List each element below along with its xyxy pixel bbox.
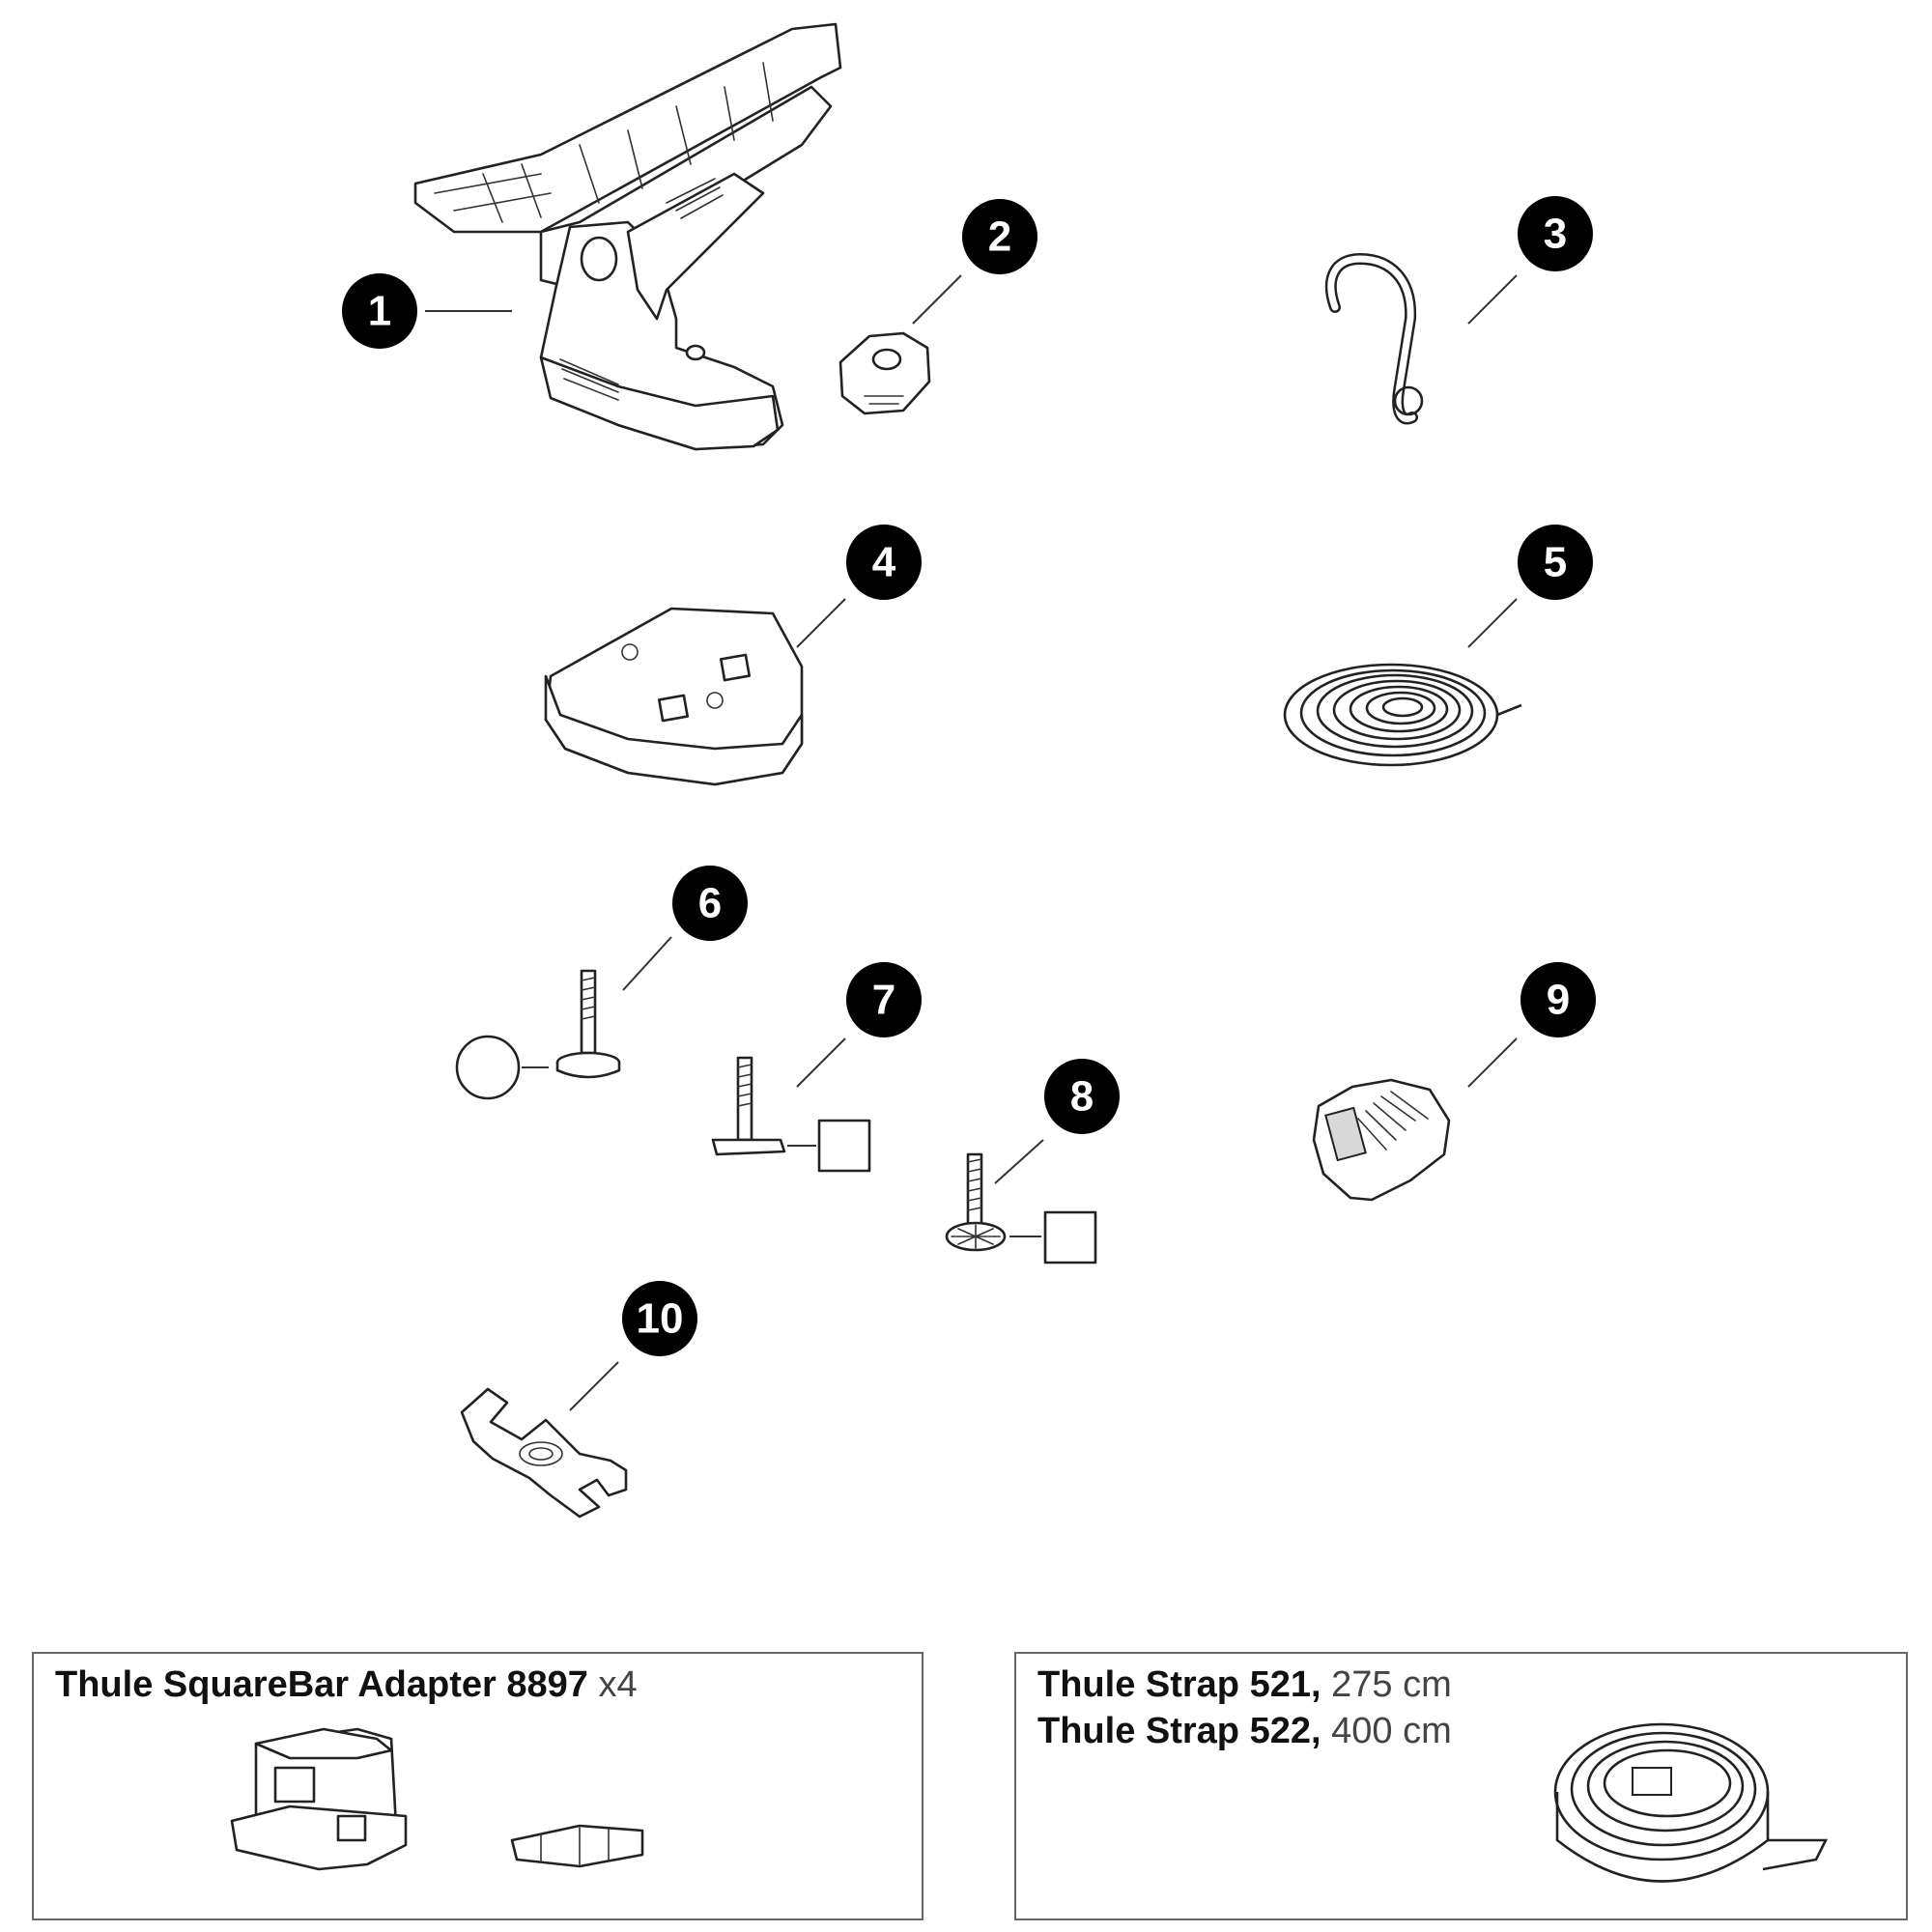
leader-9 [1467, 1037, 1518, 1088]
svg-text:10: 10 [637, 1295, 684, 1343]
part-5-coiled-cord [1283, 663, 1522, 767]
part-10-wrench-tool [460, 1387, 628, 1519]
callout-5: 5 [1518, 525, 1593, 600]
part-1-cradle [413, 22, 842, 451]
accessory-name: Thule Strap 522, [1037, 1711, 1321, 1751]
leader-7 [796, 1037, 846, 1088]
callout-7: 7 [846, 962, 922, 1037]
leader-10 [569, 1361, 619, 1411]
svg-text:3: 3 [1544, 211, 1567, 258]
leader-6 [622, 936, 672, 991]
part-3-hook [1324, 253, 1424, 425]
strap-roll-illustration [1553, 1722, 1829, 1883]
part-8-flange-bolt [945, 1152, 1097, 1264]
callout-9: 9 [1520, 962, 1596, 1037]
part-4-base-plate [544, 607, 804, 786]
leader-2 [912, 274, 962, 325]
svg-text:1: 1 [368, 288, 391, 335]
callout-4: 4 [846, 525, 922, 600]
part-9-buckle-cover [1312, 1078, 1451, 1202]
part-2-knob [838, 331, 931, 415]
accessory-name: Thule Strap 521, [1037, 1664, 1321, 1705]
part-7-t-bolt [711, 1056, 871, 1173]
accessory-box-squarebar-adapter: Thule SquareBar Adapter 8897 x4 [32, 1652, 923, 1920]
part-6-round-bolt [455, 969, 621, 1100]
callout-1: 1 [342, 273, 417, 349]
svg-text:9: 9 [1547, 977, 1570, 1024]
accessory-detail: 275 cm [1331, 1664, 1452, 1705]
accessory-box-title: Thule Strap 521, 275 cm Thule Strap 522,… [1037, 1662, 1452, 1754]
svg-text:8: 8 [1070, 1073, 1094, 1121]
svg-text:6: 6 [698, 880, 722, 927]
svg-text:5: 5 [1544, 539, 1567, 586]
svg-text:7: 7 [872, 977, 895, 1024]
svg-text:4: 4 [872, 539, 896, 586]
callout-2: 2 [962, 199, 1037, 274]
leader-8 [994, 1139, 1044, 1184]
accessory-box-title: Thule SquareBar Adapter 8897 x4 [55, 1662, 638, 1708]
accessory-box-straps: Thule Strap 521, 275 cm Thule Strap 522,… [1014, 1652, 1908, 1920]
leader-4 [796, 598, 846, 648]
leader-5 [1467, 598, 1518, 648]
callout-3: 3 [1518, 196, 1593, 271]
accessory-detail: 400 cm [1331, 1711, 1452, 1751]
svg-text:2: 2 [988, 213, 1011, 261]
callout-6: 6 [672, 866, 748, 941]
callout-10: 10 [622, 1281, 697, 1356]
accessory-detail: x4 [598, 1664, 638, 1705]
callout-8: 8 [1044, 1059, 1120, 1134]
leader-3 [1467, 274, 1518, 325]
accessory-name: Thule SquareBar Adapter 8897 [55, 1664, 588, 1705]
squarebar-adapter-illustration [230, 1727, 644, 1871]
